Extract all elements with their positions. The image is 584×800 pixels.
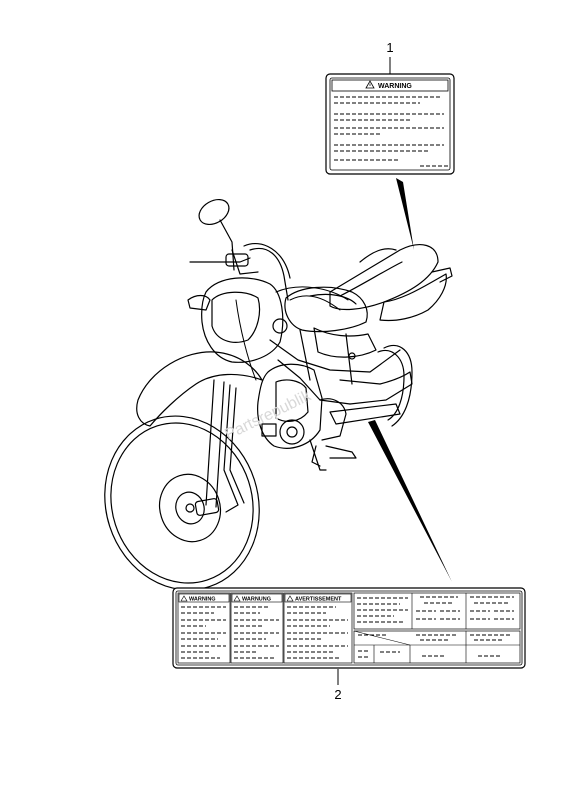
part-1-number: 1 [386,40,393,55]
swingarm [329,403,401,425]
front-fender [136,351,263,427]
warning-label-2-fr: AVERTISSEMENT [295,597,342,603]
warning-label-1-text-lines [334,96,448,167]
warning-label-1-title: WARNING [378,83,412,90]
watermark: Partsrepublik [222,387,314,444]
warning-panel-de: WARNUNG [230,592,284,664]
frame [269,329,401,405]
seat [329,244,439,311]
warning-panel-fr: AVERTISSEMENT [283,592,353,664]
spec-table-panel [353,592,521,664]
rear-fender [379,273,447,322]
part-2-callout[interactable]: 2 [334,669,342,702]
part-1-pointer [396,178,414,250]
front-fork [194,379,245,516]
handlebar [189,242,291,301]
warning-triangle-icon [233,595,241,602]
warning-label-part-1[interactable]: WARNING [325,73,455,175]
headlight-fairing [201,277,284,363]
fuel-tank [284,286,368,333]
part-2-number: 2 [334,687,341,702]
warning-triangle-icon [365,80,375,89]
motorcycle-illustration [104,198,453,591]
part-2-pointer [368,420,452,582]
warning-triangle-icon [286,595,294,602]
warning-label-part-2[interactable]: WARNING WARNUNG [172,587,526,669]
warning-triangle-icon [180,595,188,602]
engine [257,363,357,471]
mirror [198,198,235,271]
front-wheel [104,415,260,591]
part-1-callout[interactable]: 1 [386,40,394,74]
warning-panel-en: WARNING [177,592,231,664]
rear-wheel [377,344,413,427]
warning-label-2-en: WARNING [189,597,216,603]
warning-label-2-de: WARNUNG [242,597,271,603]
side-panel [313,327,377,358]
